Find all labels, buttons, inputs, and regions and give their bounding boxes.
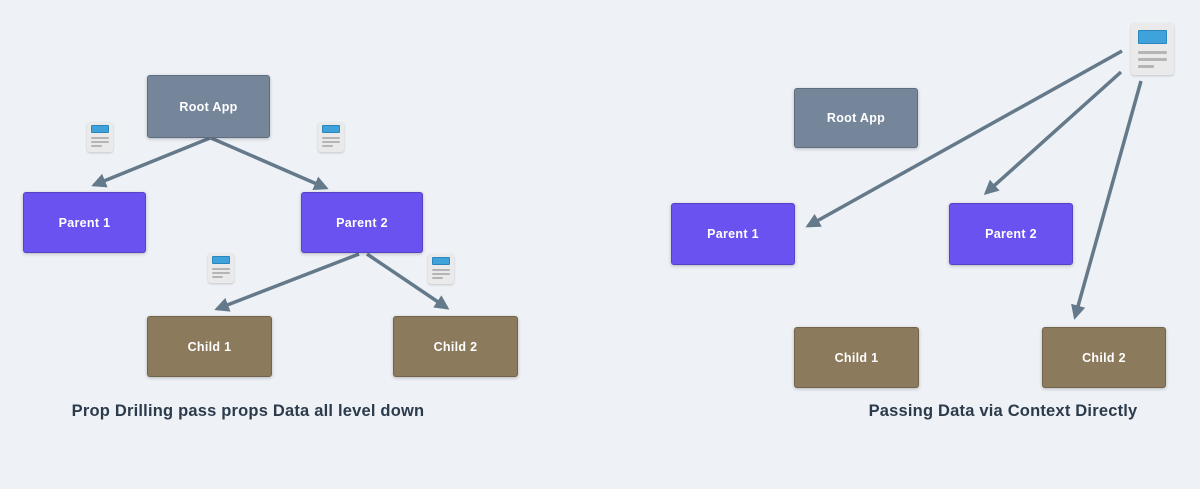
left-parent2-node: Parent 2 <box>301 192 423 253</box>
left-root-app-node: Root App <box>147 75 270 138</box>
data-document-icon <box>428 254 454 284</box>
data-document-icon <box>87 122 113 152</box>
right-child1-node: Child 1 <box>794 327 919 388</box>
right-child2-node: Child 2 <box>1042 327 1166 388</box>
doc-image-block <box>322 125 340 133</box>
left-child1-node: Child 1 <box>147 316 272 377</box>
right-parent2-node: Parent 2 <box>949 203 1073 265</box>
arrow-right-context-to-child2 <box>1071 80 1143 320</box>
left-parent1-node: Parent 1 <box>23 192 146 253</box>
doc-image-block <box>432 257 450 265</box>
data-document-icon <box>208 253 234 283</box>
arrow-right-context-to-parent2 <box>983 70 1123 195</box>
data-document-icon <box>318 122 344 152</box>
doc-image-block <box>1138 30 1167 45</box>
right-parent1-node: Parent 1 <box>671 203 795 265</box>
doc-image-block <box>212 256 230 264</box>
arrow-left-root-to-parent2 <box>210 136 329 191</box>
left-diagram-caption: Prop Drilling pass props Data all level … <box>71 402 425 420</box>
arrow-left-parent2-to-child1 <box>214 252 360 312</box>
doc-image-block <box>91 125 109 133</box>
right-diagram-caption: Passing Data via Context Directly <box>868 402 1138 420</box>
context-data-document-icon <box>1131 23 1174 75</box>
left-child2-node: Child 2 <box>393 316 518 377</box>
right-root-app-node: Root App <box>794 88 918 148</box>
